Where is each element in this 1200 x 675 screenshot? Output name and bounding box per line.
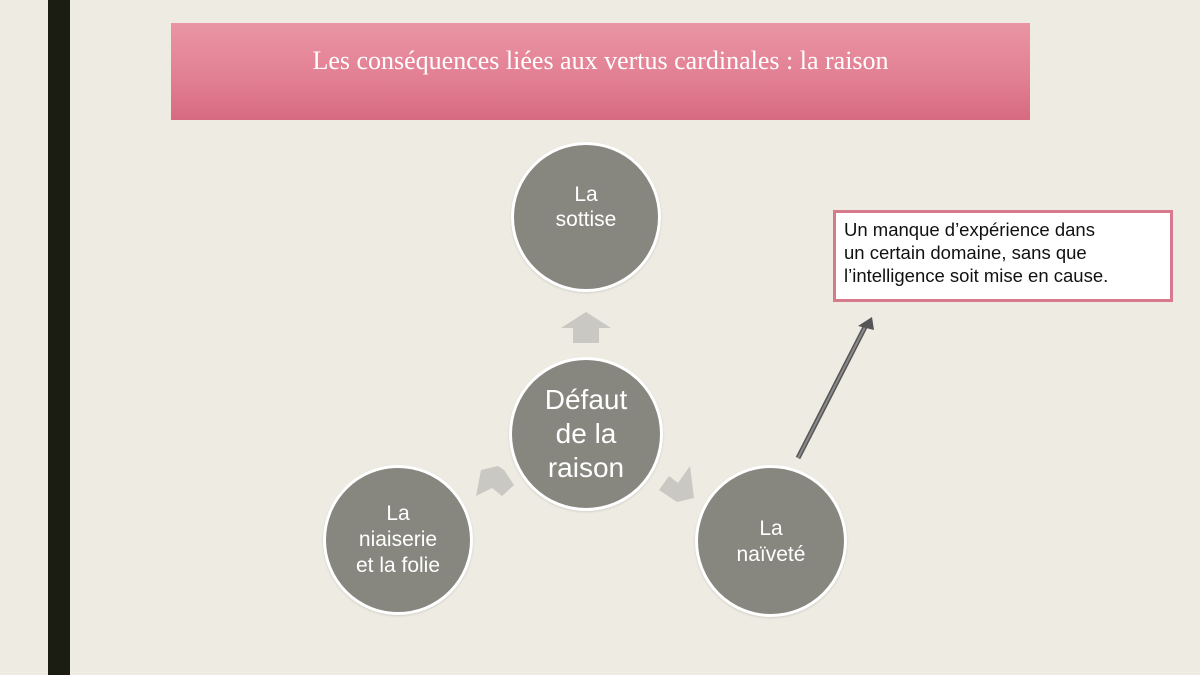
slide-title: Les conséquences liées aux vertus cardin… — [312, 45, 889, 75]
left-accent-bar — [48, 0, 70, 675]
node-defaut-de-la-raison: Défaut de la raison — [509, 357, 663, 511]
node-la-niaiserie-label: La niaiserie et la folie — [355, 502, 441, 577]
node-la-naivete: La naïveté — [695, 465, 847, 617]
node-la-sottise-label: La sottise — [555, 183, 617, 231]
slide-title-banner: Les conséquences liées aux vertus cardin… — [171, 23, 1030, 120]
callout-box: Un manque d’expérience dans un certain d… — [833, 210, 1173, 302]
arrow-lower-right — [659, 466, 694, 502]
node-la-sottise: La sottise — [511, 142, 661, 292]
node-la-niaiserie: La niaiserie et la folie — [323, 465, 473, 615]
node-center-label: Défaut de la raison — [544, 384, 628, 483]
arrow-up — [561, 312, 611, 343]
node-la-naivete-label: La naïveté — [736, 517, 806, 566]
arrow-lower-left — [476, 466, 514, 496]
callout-connector-arrowhead — [858, 317, 874, 330]
